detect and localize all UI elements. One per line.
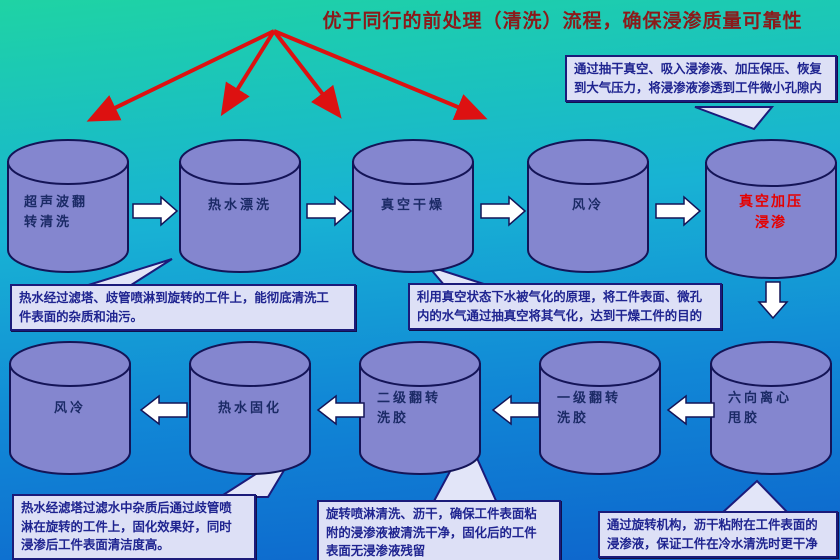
callout-cure-note: 热水经滤塔过滤水中杂质后通过歧管喷 淋在旋转的工件上，固化效果好，同时 浸渗后工…: [12, 494, 256, 560]
label-hot-water-rinse: 热水漂洗: [207, 197, 272, 212]
red-arrow-to-step3: [272, 29, 342, 119]
flow-arrow-left-4: [139, 394, 188, 426]
cylinder-six-way-centrifugal-spin: [710, 341, 832, 475]
label-hot-water-cure: 热水固化: [217, 400, 282, 415]
red-fan-arrows: [86, 29, 488, 122]
cylinder-hot-water-cure: [189, 341, 311, 475]
cylinder-ultrasonic-rotary-clean: [7, 139, 129, 273]
cylinder-stage2-rotary-glue-wash: [359, 341, 481, 475]
cylinder-stage1-rotary-glue-wash: [539, 341, 661, 475]
label-vacuum-dry: 真空干燥: [380, 197, 445, 212]
label-vacuum-pressure-impregnation: 真空加压 浸渗: [739, 195, 803, 231]
red-arrow-to-step1: [86, 29, 275, 122]
pointer-impregnation-note: [694, 106, 775, 131]
slide-title: 优于同行的前处理（清洗）流程，确保浸渗质量可靠性: [322, 11, 803, 32]
red-arrow-to-step4: [273, 29, 488, 121]
label-stage2-rotary-glue-wash: 二级翻转 洗胶: [377, 390, 442, 425]
cylinder-vacuum-dry: [352, 139, 474, 273]
label-ultrasonic-rotary-clean: 超声波翻 转清洗: [24, 194, 89, 229]
label-six-way-centrifugal-spin: 六向离心 甩胶: [728, 390, 793, 425]
flow-arrow-left-2: [491, 394, 540, 426]
callout-hot-rinse-note: 热水经过滤塔、歧管喷淋到旋转的工件上，能彻底清洗工 件表面的杂质和油污。: [10, 284, 356, 332]
cylinder-vacuum-pressure-impregnation: [705, 139, 837, 279]
flow-arrow-down: [757, 281, 789, 320]
flow-arrow-right-4: [655, 195, 702, 227]
flow-arrow-left-1: [666, 394, 715, 426]
label-air-cool: 风冷: [571, 197, 604, 212]
cylinder-air-cool: [527, 139, 649, 273]
callout-spin-note: 通过旋转机构，沥干粘附在工件表面的 浸渗液，保证工件在冷水清洗时更干净: [598, 511, 838, 559]
cylinder-air-cool-2: [9, 341, 131, 475]
flow-arrow-right-3: [480, 195, 527, 227]
callout-glue-wash-note: 旋转喷淋清洗、沥干，确保工件表面粘 附的浸渗液被清洗干净，固化后的工件 表面无浸…: [317, 500, 561, 560]
red-arrow-to-step2: [220, 29, 276, 117]
pointer-spin-note: [718, 479, 792, 515]
callout-impregnation-note: 通过抽干真空、吸入浸渗液、加压保压、恢复 到大气压力，将浸渗液渗透到工件微小孔隙…: [565, 55, 837, 103]
flow-arrow-left-3: [316, 394, 365, 426]
cylinder-hot-water-rinse: [179, 139, 301, 273]
label-air-cool-2: 风冷: [53, 400, 86, 415]
flow-arrow-right-2: [306, 195, 353, 227]
label-stage1-rotary-glue-wash: 一级翻转 洗胶: [557, 390, 622, 425]
callout-vacuum-dry-note: 利用真空状态下水被气化的原理，将工件表面、微孔 内的水气通过抽真空将其气化，达到…: [408, 283, 722, 331]
flow-arrow-right-1: [132, 195, 179, 227]
